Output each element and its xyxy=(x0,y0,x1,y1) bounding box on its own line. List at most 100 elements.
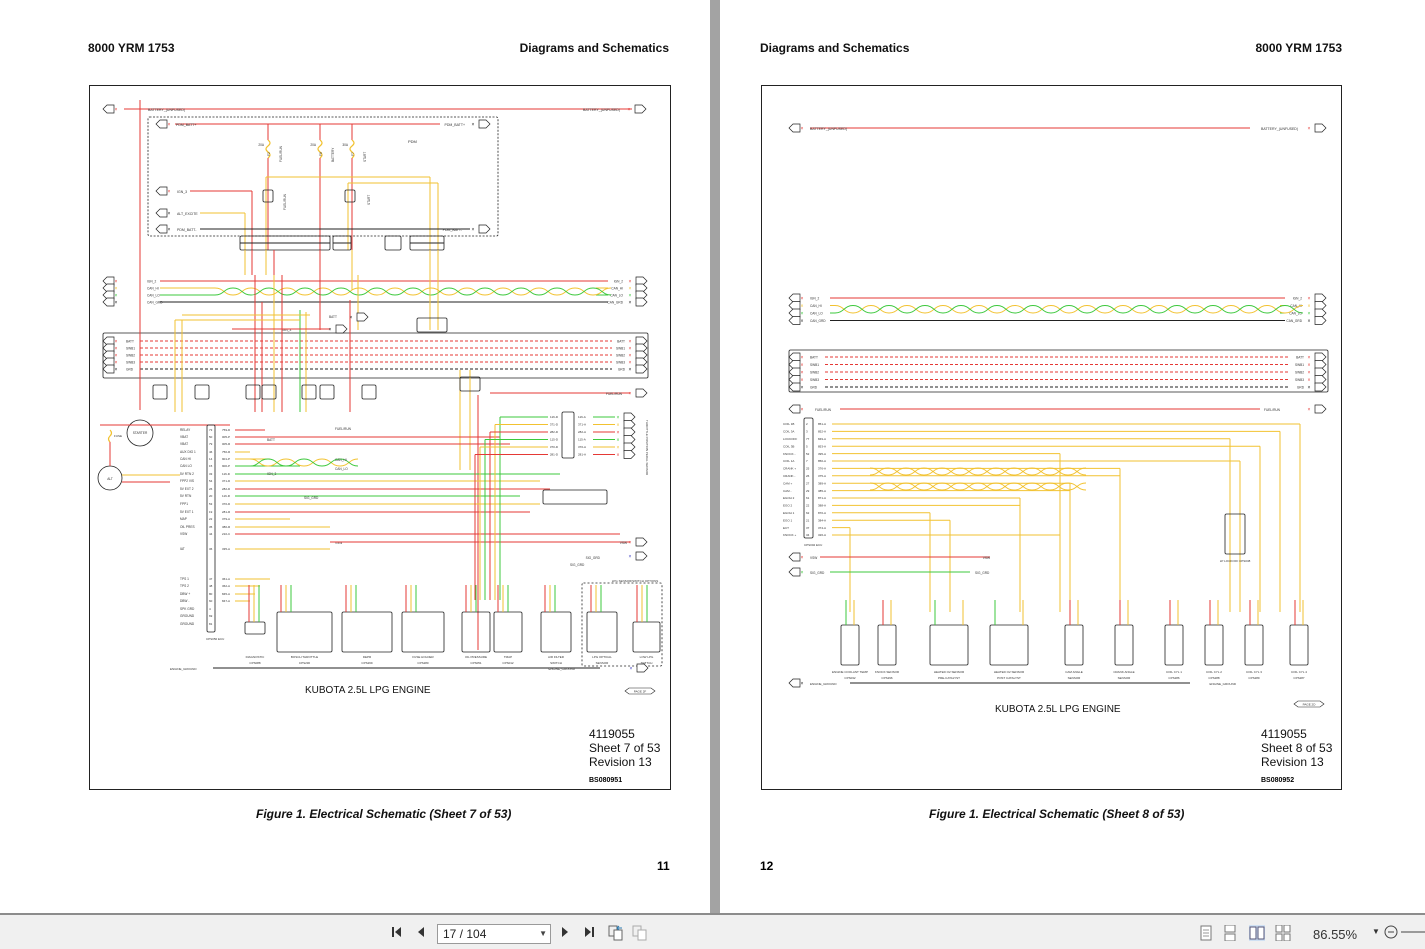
zoom-out-icon xyxy=(1384,925,1398,939)
ecu-wire-label: 849-A xyxy=(818,437,826,441)
ecu-name: CPS002 ECU xyxy=(804,543,822,547)
wire-x-icon: × xyxy=(629,279,632,285)
offpage-connector-icon xyxy=(788,382,801,392)
wire-x-icon: × xyxy=(801,355,804,361)
ecu-pin-number: 15 xyxy=(209,464,213,468)
single-page-view-button[interactable] xyxy=(1198,925,1214,941)
ecu-pin-number: 62 xyxy=(806,511,810,515)
pedal-sensor-label: THROTTLE POSITION PEDAL SENSOR xyxy=(645,420,649,476)
component-7 xyxy=(586,611,618,653)
wire-x-icon: × xyxy=(801,304,804,310)
ecu-pin-number: 26 xyxy=(806,474,810,478)
component-name: LOW LPG xyxy=(640,655,654,659)
wire-label: IGN_3 xyxy=(267,472,276,476)
ecu-pin-number: 7 xyxy=(806,459,808,463)
ecu-wire-label: 326-A xyxy=(818,533,826,537)
offpage-connector-icon xyxy=(1314,375,1327,384)
component-name: LPG OPTICAL xyxy=(592,655,612,659)
schematic-frame xyxy=(89,85,671,790)
ecu-wire-label: 852-A xyxy=(818,430,826,434)
next-page-button[interactable] xyxy=(558,923,572,941)
wire-x-icon: × xyxy=(1308,319,1311,325)
pedal-wire-label: 371-A xyxy=(578,423,586,427)
chevron-down-icon[interactable]: ▼ xyxy=(539,929,547,938)
ecu-wire-label: 370-D xyxy=(222,502,231,506)
last-page-button[interactable] xyxy=(581,923,597,941)
offpage-connector-icon xyxy=(623,442,636,452)
wire-x-icon: × xyxy=(617,438,620,444)
previous-view-button[interactable] xyxy=(607,923,625,941)
bus-connector-icon xyxy=(102,297,115,307)
wire-x-icon: × xyxy=(115,367,118,373)
lpg-options-box xyxy=(581,582,663,667)
wire-label: BATTERY_(UNFUSED) xyxy=(1261,127,1298,131)
bus-label: CAN_GRD xyxy=(147,301,163,305)
ecu-pin-label: CAN LO xyxy=(180,464,192,468)
first-page-button[interactable] xyxy=(389,923,405,941)
ecu-wire-label: 282-D xyxy=(222,487,231,491)
figure-caption: Figure 1. Electrical Schematic (Sheet 8 … xyxy=(929,807,1185,821)
wire-x-icon: × xyxy=(630,666,633,672)
zoom-slider[interactable] xyxy=(1401,923,1425,941)
wire-label: SWB1 xyxy=(810,363,819,367)
fuse-name: BATTERY xyxy=(331,147,335,162)
offpage-connector-icon xyxy=(635,551,648,561)
ecu-wire-label: 389-A xyxy=(818,481,826,485)
wire-label: CAN_GRD xyxy=(810,319,826,323)
offpage-connector-icon xyxy=(356,312,369,322)
ecu-pin-number: 22 xyxy=(209,517,213,521)
fuse-name: FUEL/RUN xyxy=(279,145,283,162)
single-page-icon xyxy=(1200,925,1212,941)
zoom-dropdown-icon[interactable]: ▼ xyxy=(1372,927,1380,936)
doc-number: 4119055 xyxy=(1261,727,1307,741)
continuous-view-button[interactable] xyxy=(1222,924,1238,942)
offpage-connector-icon xyxy=(623,420,636,429)
facing-view-button[interactable] xyxy=(1249,925,1265,941)
ecu-wire-label: 005-P xyxy=(222,435,230,439)
wire-x-icon: × xyxy=(801,555,804,561)
component-2 xyxy=(341,611,393,653)
ecu-pin-number: 5 xyxy=(806,444,808,448)
zoom-out-button[interactable] xyxy=(1382,923,1400,941)
pdf-page-12: Diagrams and Schematics 8000 YRM 1753 ×B… xyxy=(720,0,1425,913)
ecu-pin-number: 34 xyxy=(806,533,810,537)
relay-fuel-run xyxy=(262,189,274,203)
first-page-icon xyxy=(392,927,401,937)
ecu-pin-number: 19 xyxy=(209,510,213,514)
wire-label: BATT xyxy=(810,356,818,360)
component-name: OIL PRESSURE xyxy=(465,655,487,659)
component-3 xyxy=(401,611,445,653)
wire-x-icon: × xyxy=(1308,407,1311,413)
wire-label: GRD xyxy=(1297,386,1305,390)
can-hi-twisted-pair xyxy=(214,287,612,296)
fuse-label: FUSE xyxy=(114,434,122,438)
offpage-connector-icon xyxy=(788,678,801,688)
wire-label: SWB2 xyxy=(126,354,135,358)
component-id: SENSOR xyxy=(1068,676,1082,680)
zoom-level[interactable]: 86.55% xyxy=(1313,927,1358,942)
continuous-facing-view-button[interactable] xyxy=(1275,924,1291,942)
next-view-button[interactable] xyxy=(631,923,649,941)
offpage-connector-icon xyxy=(788,567,801,577)
alt-label: ALT xyxy=(107,477,113,481)
previous-page-button[interactable] xyxy=(414,923,428,941)
inline-connector xyxy=(194,384,210,400)
wire-label: GRD xyxy=(126,368,134,372)
wire-x-icon: × xyxy=(801,363,804,369)
wire-x-icon: × xyxy=(801,311,804,317)
wire-x-icon: × xyxy=(628,107,631,113)
offpage-connector-icon xyxy=(788,375,801,384)
facing-pages-icon xyxy=(1249,926,1265,940)
starter-label: STARTER xyxy=(133,431,148,435)
wire-label: CAN_LO xyxy=(335,467,348,471)
page-number-input[interactable]: 17 / 104▼ xyxy=(437,924,551,944)
ecu-pin-label: ECT xyxy=(783,526,789,530)
pedal-wire-label: 371-D xyxy=(550,423,559,427)
ecu-pin-number: 48 xyxy=(209,584,213,588)
title-block: 4119055 Sheet 8 of 53 Revision 13 xyxy=(1261,727,1332,769)
offpage-connector-icon xyxy=(788,404,801,414)
wire-label: SIG_GRD xyxy=(586,556,601,560)
component-name: COIL CYL 4 xyxy=(1291,670,1307,674)
ecu-pin-number: 3 xyxy=(806,430,808,434)
ecu-wire-label: 361-A xyxy=(222,577,230,581)
